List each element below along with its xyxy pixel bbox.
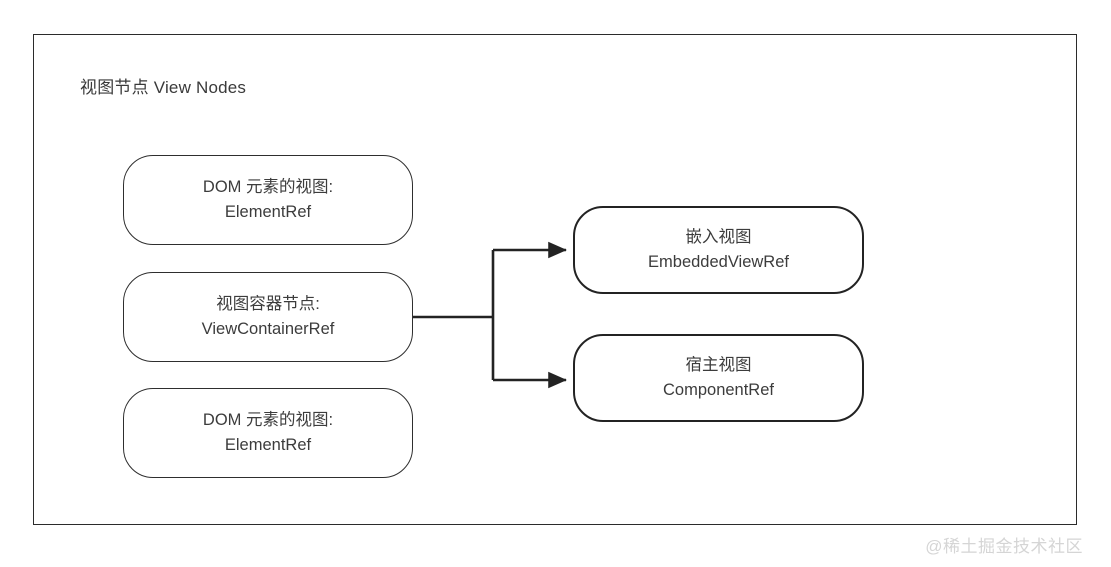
node-label-line1: DOM 元素的视图: xyxy=(202,411,334,429)
node-label-line2: ViewContainerRef xyxy=(201,320,335,338)
node-label-line2: ComponentRef xyxy=(663,381,774,399)
node-elementref-top[interactable]: DOM 元素的视图: ElementRef xyxy=(123,155,413,245)
watermark: @稀土掘金技术社区 xyxy=(925,537,1083,556)
node-embeddedviewref[interactable]: 嵌入视图 EmbeddedViewRef xyxy=(573,206,864,294)
node-label-line1: 宿主视图 xyxy=(685,356,752,374)
node-label-line1: 视图容器节点: xyxy=(216,295,320,313)
node-label-line1: DOM 元素的视图: xyxy=(202,178,334,196)
node-elementref-bottom[interactable]: DOM 元素的视图: ElementRef xyxy=(123,388,413,478)
node-label-line2: ElementRef xyxy=(224,203,312,221)
node-viewcontainerref[interactable]: 视图容器节点: ViewContainerRef xyxy=(123,272,413,362)
page-title: 视图节点 View Nodes xyxy=(80,78,247,97)
node-label-line2: EmbeddedViewRef xyxy=(648,253,789,271)
node-label-line2: ElementRef xyxy=(224,436,312,454)
node-componentref[interactable]: 宿主视图 ComponentRef xyxy=(573,334,864,422)
node-label-line1: 嵌入视图 xyxy=(685,228,752,246)
